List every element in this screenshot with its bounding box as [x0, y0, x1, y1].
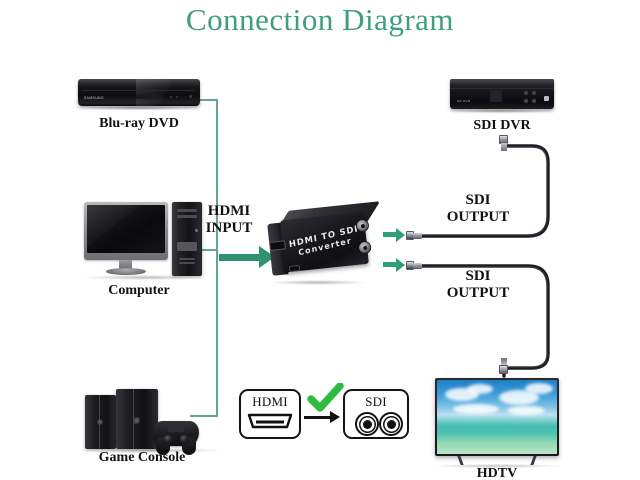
controller-stick-right: [180, 435, 188, 443]
computer-shadow: [84, 275, 204, 280]
sdi-output-arrow-2-head: [396, 258, 405, 272]
input-bracket-branch-bluray: [190, 99, 218, 101]
computer-tower-vent: [179, 258, 195, 260]
sdi-dvr-button-3: [524, 99, 528, 103]
legend-arrow-shaft: [304, 416, 332, 419]
sdi-jack-icon-2: [379, 412, 403, 436]
computer-monitor-base: [106, 268, 146, 275]
sdi-cable-lower: [418, 264, 550, 378]
converter-label: HDMI TO SDI Converter: [288, 224, 361, 260]
computer-caption: Computer: [108, 283, 170, 298]
hdmi-input-label-line1: HDMI INPUT: [205, 203, 253, 236]
hdtv-cloud-5: [453, 404, 499, 414]
computer-power-led: [195, 229, 198, 232]
controller-touchpad: [168, 425, 184, 432]
controller-stick-left: [164, 435, 172, 443]
sdi-output-label-2-line1: SDI: [465, 268, 491, 284]
sdi-cable-upper-hl: [419, 146, 548, 236]
hdmi-port-icon: [247, 413, 293, 429]
legend-hdmi-box: HDMI: [239, 389, 301, 439]
sdi-dvr-shadow: [450, 109, 554, 113]
converter-hdmi-port: [269, 240, 286, 251]
game-console-unit-2: [116, 389, 158, 449]
bluray-shadow: [80, 106, 198, 110]
legend-hdmi-label: HDMI: [252, 394, 288, 409]
sdi-dvr-button-1: [524, 91, 528, 95]
game-console-logo-1: [97, 419, 103, 425]
bluray-brand-text: SAMSUNG: [84, 96, 104, 100]
sdi-dvr-seam: [450, 88, 554, 89]
bluray-display: [136, 94, 158, 99]
sdi-dvr-caption: SDI DVR: [473, 118, 531, 133]
sdi-output-label-1: SDI OUTPUT: [438, 192, 518, 226]
hdmi-input-arrow-shaft: [219, 254, 261, 261]
bluray-dvd-body: SAMSUNG: [78, 79, 200, 106]
legend-arrow-head: [330, 411, 340, 423]
sdi-dvr-power-led: [544, 96, 549, 101]
bluray-indicator-2: [176, 96, 178, 98]
sdi-dvr-top-edge: [450, 79, 554, 85]
hdtv-cloud-6: [507, 406, 545, 415]
computer-monitor-neck: [119, 260, 132, 270]
sdi-dvr-brand-text: HD DVR: [457, 99, 471, 103]
sdi-output-label-1-line2: OUTPUT: [446, 209, 510, 225]
computer-tower-panel: [177, 242, 197, 251]
input-bracket-branch-computer: [190, 249, 218, 251]
computer-monitor: [84, 202, 168, 260]
legend-sdi-box: SDI: [343, 389, 409, 439]
converter-usb-port: [288, 264, 301, 273]
hdtv-caption: HDTV: [476, 466, 518, 480]
bluray-dvd-caption: Blu-ray DVD: [99, 116, 179, 131]
computer-tower-drive-1: [177, 209, 197, 212]
bluray-tray-seam: [82, 90, 194, 91]
computer-tower-drive-2: [177, 215, 197, 218]
sdi-dvr-button-2: [532, 91, 536, 95]
bluray-indicator-3: [189, 95, 192, 98]
converter-shadow: [270, 280, 366, 285]
input-bracket-branch-console: [190, 415, 218, 417]
sdi-jack-icon-1: [355, 412, 379, 436]
hdtv-cloud-4: [525, 383, 553, 394]
conversion-check-icon: [307, 383, 344, 412]
sdi-dvr-button-4: [532, 99, 536, 103]
bluray-indicator-1: [170, 96, 172, 98]
sdi-output-arrow-2-shaft: [383, 262, 397, 267]
sdi-cable-upper: [418, 138, 550, 238]
hdtv-bezel: [435, 378, 559, 456]
game-console-unit-1: [85, 395, 116, 449]
sdi-cable-lower-hl: [419, 266, 548, 368]
legend-sdi-label: SDI: [365, 394, 387, 409]
hdtv-cloud-3: [499, 390, 539, 405]
bnc-connector-output-2: [406, 261, 422, 270]
converter-front-face: HDMI TO SDI Converter: [279, 211, 369, 273]
hdmi-input-label: HDMI INPUT: [190, 203, 268, 237]
hdtv-screen: [437, 380, 557, 454]
computer-monitor-screen: [87, 205, 165, 253]
game-console-shadow: [82, 448, 220, 453]
sdi-cables: [418, 138, 550, 378]
game-console-caption: Game Console: [98, 450, 186, 465]
sdi-dvr-front-panel: [490, 90, 502, 102]
game-controller: [153, 421, 199, 455]
converter-sdi-port-2: [358, 241, 371, 254]
sdi-output-label-2: SDI OUTPUT: [438, 268, 518, 302]
computer-tower: [172, 202, 202, 276]
sdi-dvr-body: HD DVR: [450, 79, 554, 109]
computer-screen-glare: [87, 205, 165, 253]
bluray-sheen: [136, 79, 200, 106]
bnc-connector-output-1: [406, 231, 422, 240]
converter-sdi-port-1: [356, 219, 369, 232]
page-title: Connection Diagram: [185, 2, 455, 37]
sdi-output-label-2-line2: OUTPUT: [446, 285, 510, 301]
sdi-output-label-1-line1: SDI: [465, 192, 491, 208]
hdtv-shadow: [435, 464, 559, 468]
sdi-output-arrow-1-shaft: [383, 232, 397, 237]
input-bracket-vertical: [216, 99, 218, 417]
game-console-logo-2: [133, 417, 140, 424]
sdi-output-arrow-1-head: [396, 228, 405, 242]
hdtv-cloud-2: [467, 384, 493, 394]
computer-tower-vent-2: [179, 262, 195, 264]
